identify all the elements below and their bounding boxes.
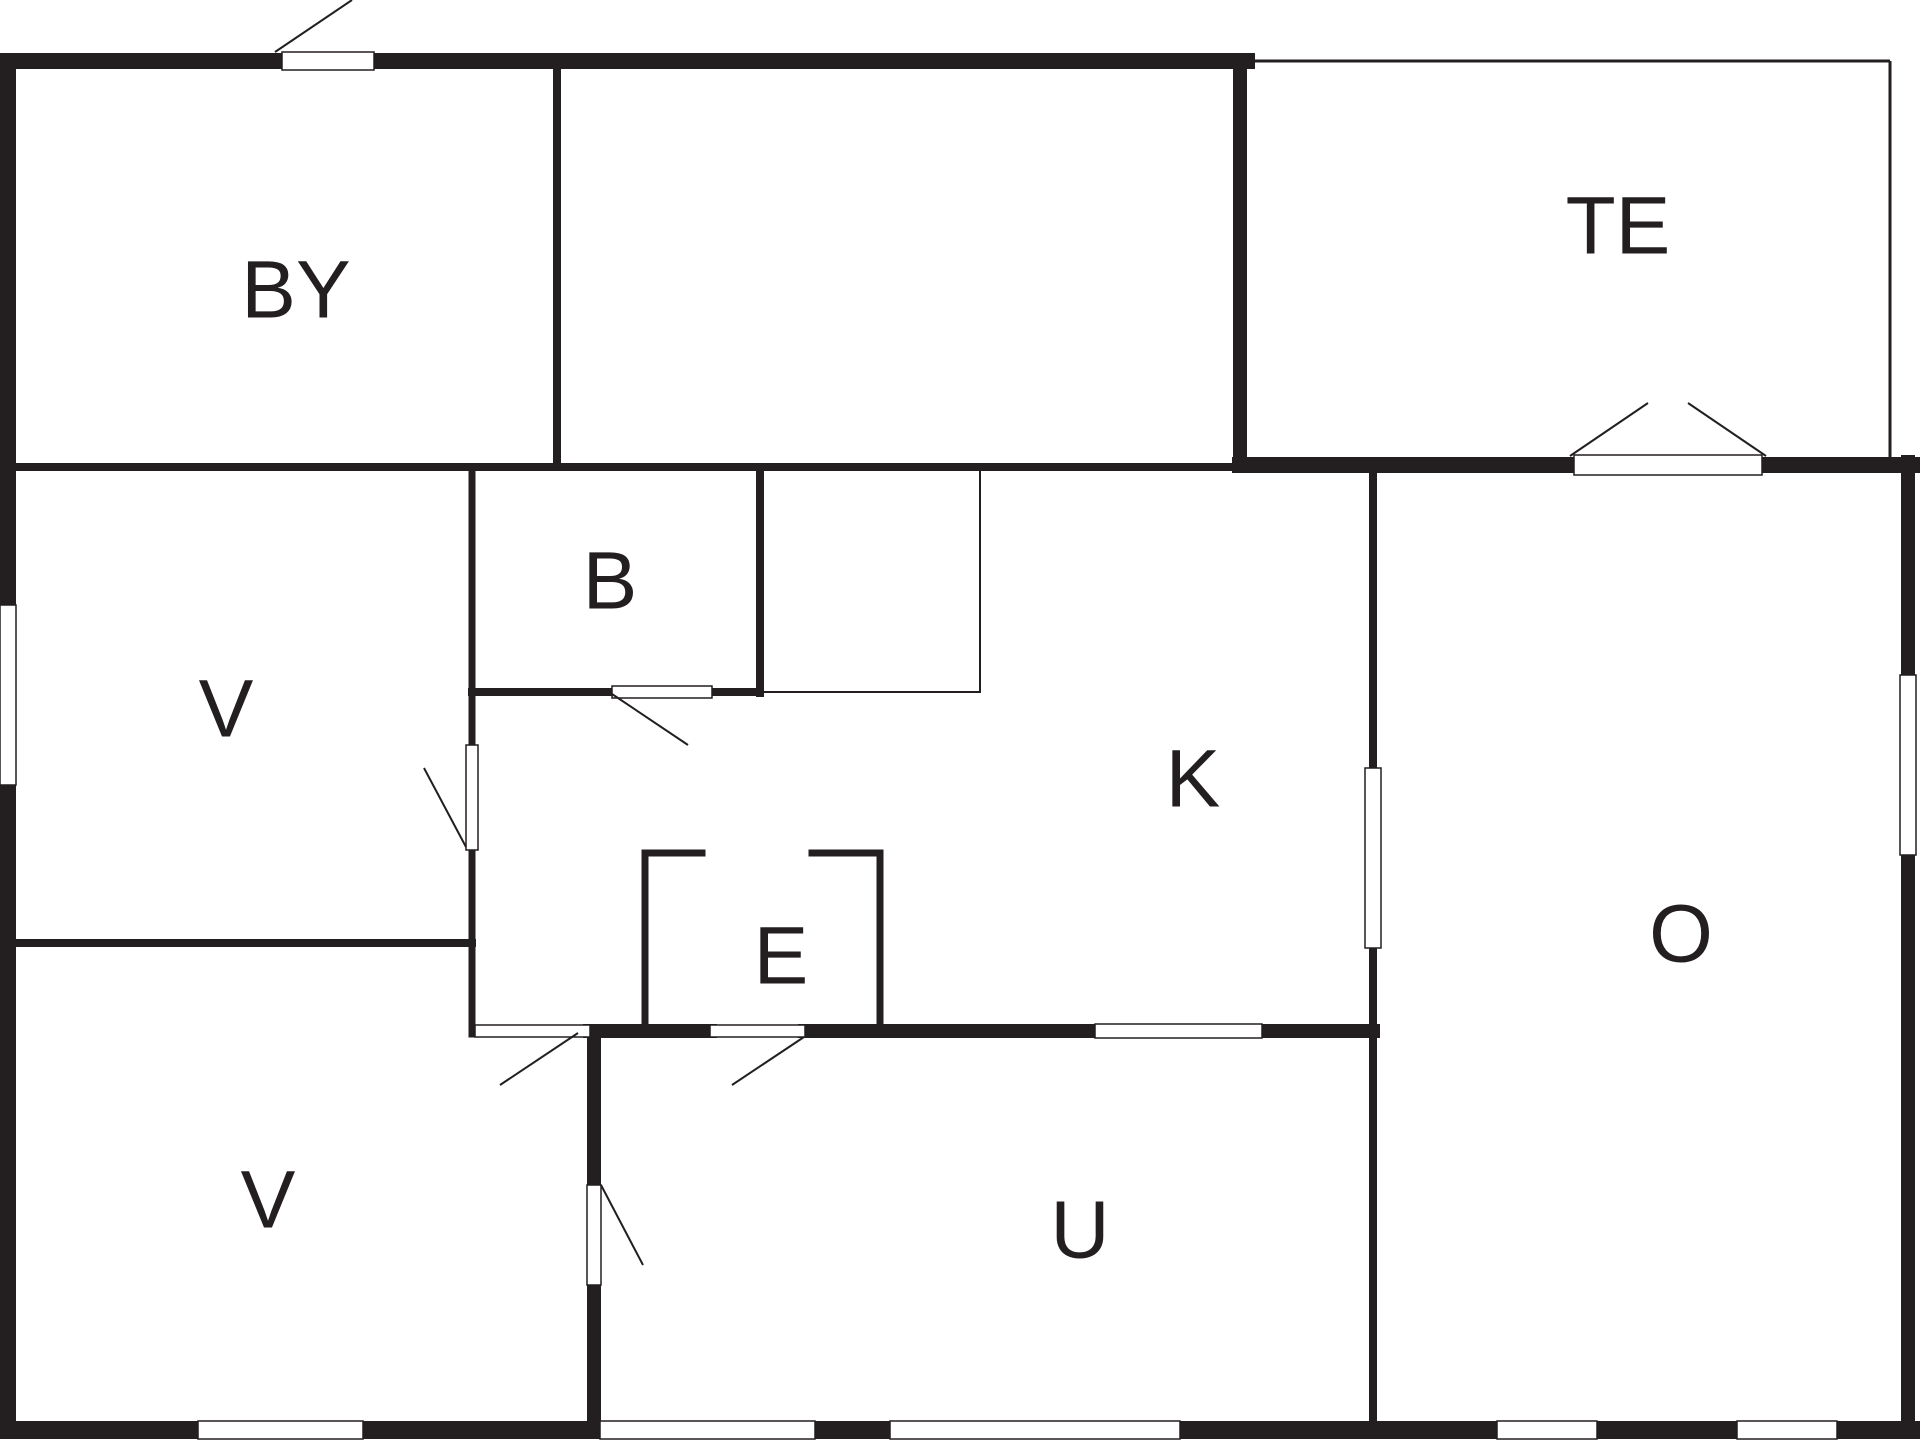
room-label-u: U — [1050, 1185, 1109, 1276]
door-swing-utility-side — [600, 1184, 644, 1266]
terrace-outline — [1247, 59, 1892, 458]
door-gap-terrace — [1573, 454, 1763, 476]
interior-walls — [4, 57, 1380, 1437]
door-swing-bedroom-upper — [423, 767, 467, 848]
window-top-storage — [281, 51, 375, 71]
window-bottom-living-a — [1496, 1420, 1598, 1440]
window-bottom-living-b — [1736, 1420, 1838, 1440]
door-swing-bathroom — [611, 693, 689, 746]
room-label-by: BY — [241, 245, 350, 336]
room-label-v-upper: V — [199, 664, 254, 755]
door-gap-entrance — [709, 1024, 806, 1038]
door-gap-bathroom — [611, 685, 713, 699]
door-gap-bedroom-upper — [465, 744, 479, 851]
window-right-living — [1899, 674, 1917, 856]
window-bottom-utility-a — [599, 1420, 816, 1440]
window-left-bedroom — [0, 604, 17, 786]
window-bottom-utility-b — [889, 1420, 1181, 1440]
door-gap-bedroom-lower — [474, 1024, 591, 1038]
window-bottom-bedroom — [197, 1420, 364, 1440]
window-kitchen-living — [1364, 767, 1382, 949]
room-label-k: K — [1166, 734, 1221, 825]
window-utility-top — [1094, 1023, 1263, 1039]
room-label-e: E — [754, 911, 809, 1002]
door-swing-terrace-right — [1687, 402, 1767, 457]
door-gap-utility-side — [586, 1184, 602, 1286]
windows — [0, 51, 1917, 1440]
door-swings — [274, 0, 1767, 1266]
door-swing-entrance — [731, 1036, 805, 1086]
door-swing-terrace-left — [1569, 402, 1649, 457]
room-label-b: B — [583, 536, 638, 627]
door-swing-bedroom-lower — [499, 1032, 579, 1086]
room-label-te: TE — [1566, 181, 1671, 272]
room-label-o: O — [1649, 889, 1713, 980]
room-label-v-lower: V — [241, 1155, 296, 1246]
kitchen-closet — [762, 470, 981, 693]
door-swing-storage — [274, 0, 353, 53]
